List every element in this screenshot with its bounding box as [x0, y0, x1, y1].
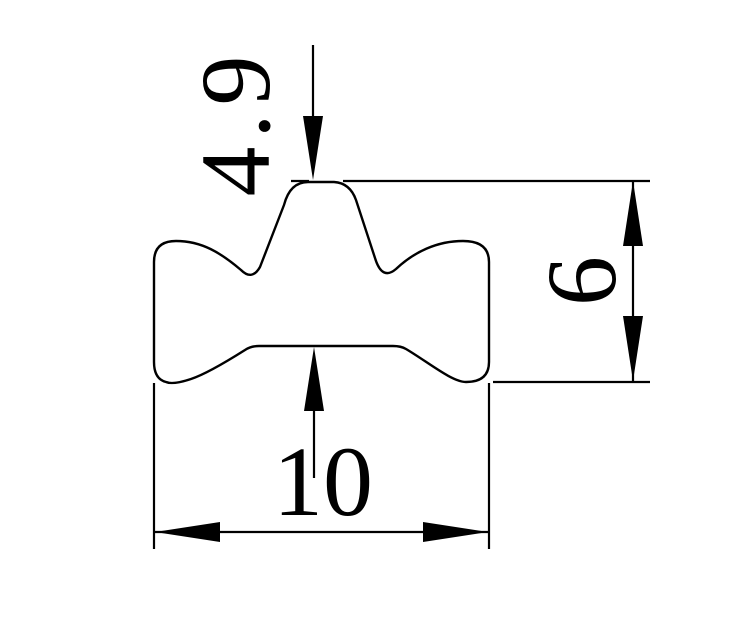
- peak-depth-value: 4.9: [180, 48, 291, 197]
- width-right-arrowhead: [423, 522, 488, 542]
- dim-height: 6: [343, 179, 650, 384]
- width-left-arrowhead: [155, 522, 220, 542]
- inner-bottom-up-arrowhead: [304, 347, 324, 411]
- profile-outline: [152, 180, 491, 385]
- height-down-arrowhead: [623, 316, 643, 381]
- height-up-arrowhead: [623, 181, 643, 246]
- width-value: 10: [273, 426, 373, 537]
- dim-peak-depth: 4.9: [180, 45, 324, 478]
- peak-depth-down-arrowhead: [303, 116, 323, 180]
- dim-width: 10: [152, 383, 491, 549]
- profile: [152, 180, 491, 385]
- height-value: 6: [526, 256, 637, 306]
